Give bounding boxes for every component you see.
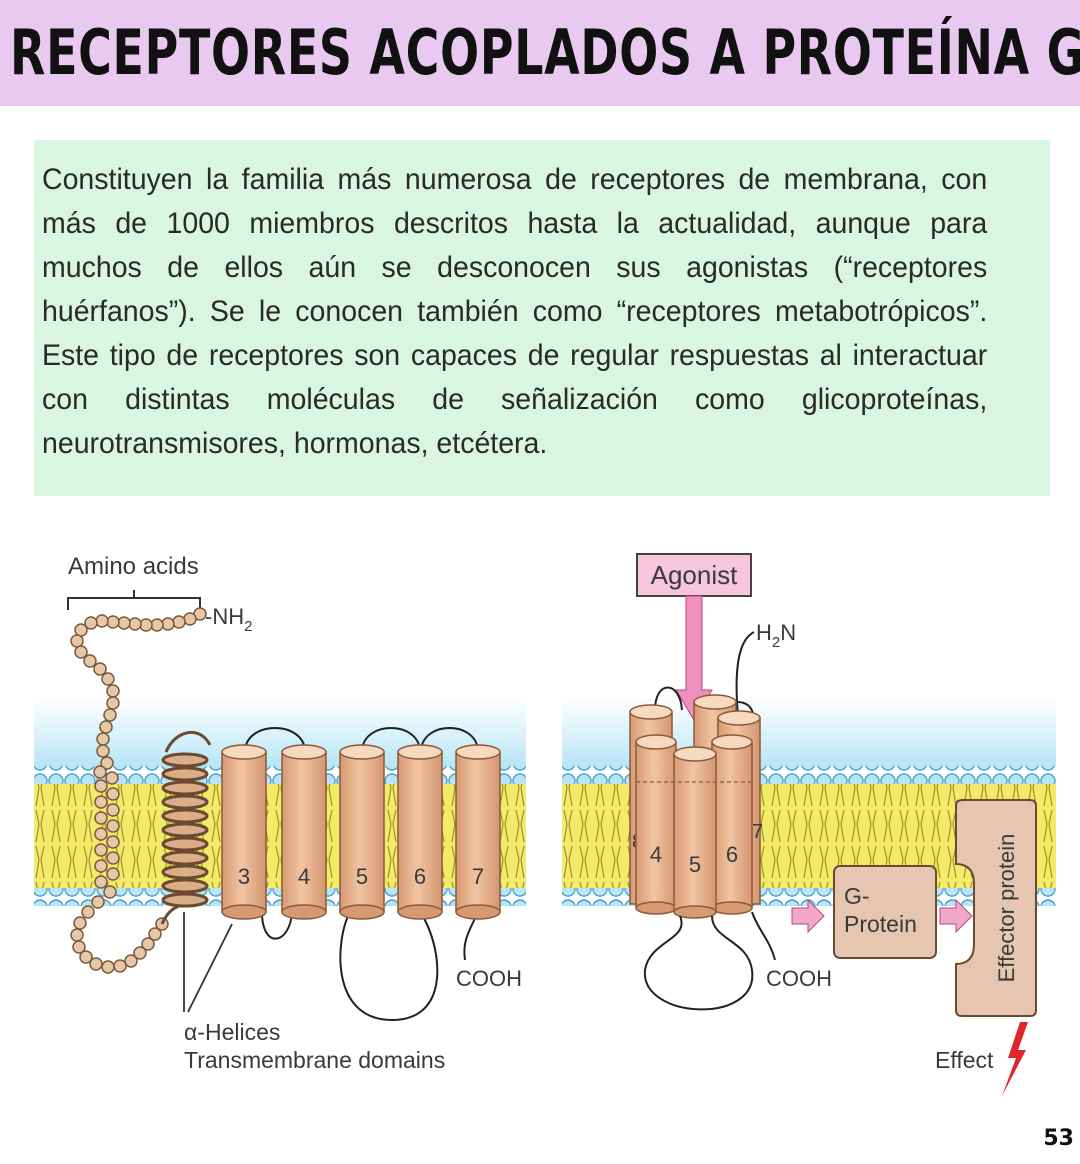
page-number: 53 [1043, 1126, 1074, 1151]
alpha-helices-label: α-Helices [184, 1019, 280, 1045]
arrow-to-effector [939, 898, 973, 934]
helix-4: 4 [281, 744, 327, 920]
title-bar: RECEPTORES ACOPLADOS A PROTEÍNA G [0, 0, 1080, 106]
effector-protein-box [955, 799, 1037, 1017]
amino-acids-label: Amino acids [68, 553, 199, 580]
svg-text:7: 7 [752, 821, 763, 843]
loops-right [643, 911, 776, 1011]
g-protein-box [833, 865, 937, 959]
helix-cylinders-left: 3 4 5 6 7 [221, 744, 501, 920]
helix-5: 5 [339, 744, 385, 920]
effector-protein-label: Effector protein [994, 834, 1019, 983]
svg-text:3: 3 [238, 864, 250, 889]
agonist-label: Agonist [651, 560, 738, 590]
nh2-label: -NH2 [205, 604, 252, 635]
agonist-box [636, 553, 752, 597]
effect-label: Effect [935, 1047, 994, 1073]
helix-3: 3 [221, 744, 267, 920]
amino-acids-bracket [67, 590, 201, 610]
svg-text:5: 5 [356, 864, 368, 889]
helix-bundle-right: 8 7 4 5 6 [629, 686, 763, 919]
alpha-helix-coil [160, 730, 212, 925]
h2n-label: H2N [756, 620, 796, 651]
amino-acid-chain [70, 607, 207, 974]
svg-text:6: 6 [414, 864, 426, 889]
helices-pointer-lines [183, 912, 233, 1013]
arrow-to-gprotein [791, 898, 825, 934]
page-title: RECEPTORES ACOPLADOS A PROTEÍNA G [10, 16, 1080, 89]
intro-box: Constituyen la familia más numerosa de r… [34, 140, 1050, 496]
svg-text:4: 4 [298, 864, 310, 889]
cooh-right-label: COOH [766, 966, 832, 991]
gpcr-diagram: Amino acids -NH2 [34, 553, 1056, 1096]
svg-text:5: 5 [689, 852, 701, 877]
cooh-left-label: COOH [456, 966, 522, 991]
intro-paragraph: Constituyen la familia más numerosa de r… [42, 163, 988, 460]
svg-text:4: 4 [650, 842, 662, 867]
g-protein-label-line1: G- [844, 883, 870, 909]
effect-lightning-icon [1002, 1022, 1028, 1096]
g-protein-label-line2: Protein [844, 911, 917, 937]
helix-6: 6 [397, 744, 443, 920]
svg-text:6: 6 [726, 842, 738, 867]
helix-7: 7 [455, 744, 501, 920]
transmembrane-domains-label: Transmembrane domains [184, 1047, 445, 1073]
svg-text:7: 7 [472, 864, 484, 889]
